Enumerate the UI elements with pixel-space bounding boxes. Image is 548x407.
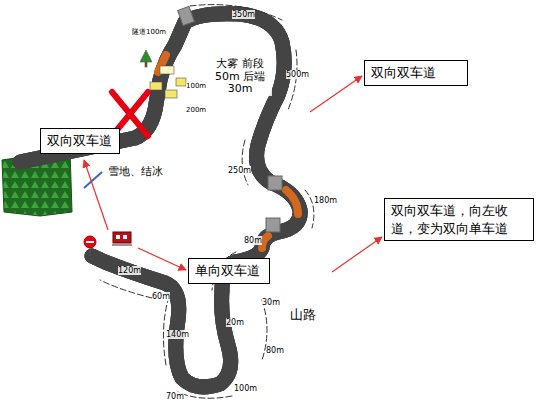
callout-text: 单向双车道 [195, 262, 263, 280]
leader-arrow [84, 76, 382, 272]
road [20, 5, 314, 399]
map-label: 140m [166, 330, 189, 339]
callout-text: 双向双车道，向左收道，变为双向单车道 [391, 202, 527, 237]
map-label: 20m [226, 318, 244, 327]
gate-block [178, 6, 282, 232]
map-label: 大雾 前段50m 后端30m [208, 58, 272, 96]
callout-text: 双向双车道 [47, 132, 113, 150]
map-label: 180m [314, 196, 337, 205]
start-sign [84, 236, 96, 256]
callout-box: 双向双车道 [40, 128, 120, 154]
map-label: 350m [232, 10, 255, 19]
map-label: 120m [118, 266, 141, 275]
map-label: 山路 [290, 308, 316, 323]
map-label: 80m [244, 236, 262, 245]
map-label: 200m [186, 106, 206, 114]
map-label: 30m [262, 298, 280, 307]
map-label: 500m [286, 70, 309, 79]
map-label: 雪地、结冰 [108, 166, 163, 179]
map-label: 100m [186, 82, 206, 90]
tunnel-segment [158, 55, 298, 248]
callout-text: 双向双车道 [371, 64, 461, 82]
train-icon [112, 232, 132, 245]
callout-box: 双向双车道，向左收道，变为双向单车道 [384, 198, 534, 241]
callout-box: 单向双车道 [188, 258, 270, 284]
map-label: 80m [266, 346, 284, 355]
map-label: 70m [166, 392, 184, 401]
map-label: 100m [234, 384, 257, 393]
callout-box: 双向双车道 [364, 60, 468, 86]
map-label: 60m [152, 292, 170, 301]
map-label: 隧道100m [132, 28, 166, 36]
map-label: 250m [228, 166, 251, 175]
